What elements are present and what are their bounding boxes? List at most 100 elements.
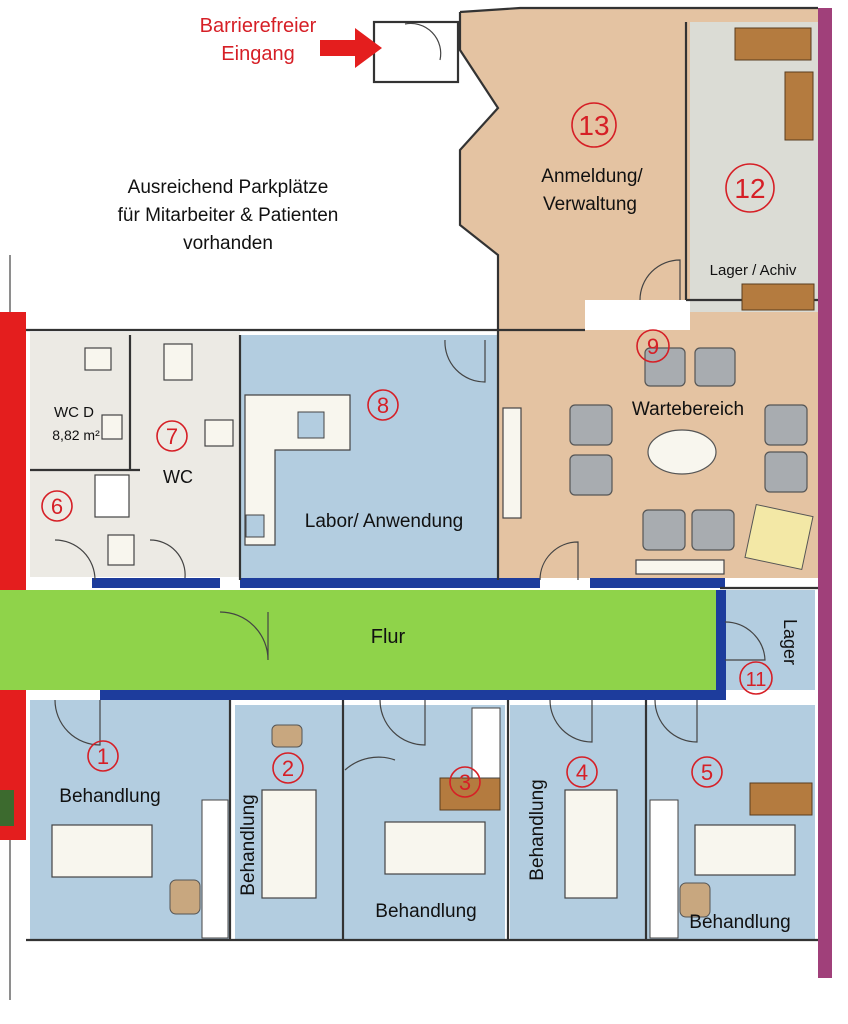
room-11-area	[725, 590, 815, 690]
cabinet-5	[649, 799, 679, 939]
wc-sink-2	[204, 419, 234, 447]
room-5-number-ring	[691, 756, 723, 788]
room-13-line2: Verwaltung	[543, 194, 637, 215]
room-11-label: Lager	[780, 619, 800, 665]
treatment-table-2	[261, 789, 317, 899]
waiting-chair	[569, 404, 613, 446]
entrance-arrow-icon	[320, 28, 382, 68]
room-3-number-ring	[449, 766, 481, 798]
labor-sink-small	[245, 514, 265, 538]
room-4-label: Behandlung	[527, 779, 548, 880]
outer-walls	[0, 8, 832, 978]
room-2-label: Behandlung	[238, 794, 259, 895]
room-13-number: 13	[578, 110, 609, 141]
waiting-table	[647, 429, 717, 475]
waiting-chair	[764, 451, 808, 493]
room-12-number-ring	[725, 163, 775, 213]
flur-area	[0, 590, 722, 690]
flur-label: Flur	[371, 626, 406, 648]
room-8-area	[240, 335, 498, 580]
room-8-number-ring	[367, 389, 399, 421]
furniture	[51, 27, 815, 939]
room-4-number-ring	[566, 756, 598, 788]
room-7-label: WC	[163, 467, 193, 487]
room-6-line2: 8,82 m²	[52, 427, 100, 443]
room-13-line1: Anmeldung/	[541, 166, 643, 187]
room-8-label: Labor/ Anwendung	[305, 511, 463, 532]
room-12-number: 12	[734, 173, 765, 204]
cabinet-1	[201, 799, 229, 939]
room-12-label: Lager / Achiv	[710, 262, 797, 279]
room-11-number: 11	[746, 669, 767, 691]
treatment-table-4	[564, 789, 618, 899]
west-wall-red-upper	[0, 312, 26, 590]
wc-sink-1	[101, 414, 123, 440]
room-13-number-ring	[571, 102, 617, 148]
cabinet-3	[471, 707, 501, 779]
treatment-table-3	[384, 821, 486, 875]
room-3-label: Behandlung	[375, 901, 476, 922]
room-1-number: 1	[97, 744, 109, 769]
treatment-table-1	[51, 824, 153, 878]
room-6-line1: WC D	[54, 404, 94, 421]
waiting-chair	[642, 509, 686, 551]
room-1-number-ring	[87, 740, 119, 772]
reception-counter	[502, 407, 522, 519]
treatment-table-5	[694, 824, 796, 876]
room-6-number: 6	[51, 494, 63, 519]
room-2-number-ring	[272, 752, 304, 784]
desk-5	[749, 782, 813, 816]
entrance-label-line1: Barrierefreier	[200, 15, 317, 37]
room-9-label: Wartebereich	[632, 399, 744, 420]
wc-toilet-1	[84, 347, 112, 371]
parking-line3: vorhanden	[183, 233, 273, 254]
treatment-chair-1	[169, 879, 201, 915]
room-9-number-ring	[636, 329, 670, 363]
shelf-bottom	[741, 283, 815, 311]
parking-line2: für Mitarbeiter & Patienten	[118, 205, 339, 226]
room-2-number: 2	[282, 756, 294, 781]
corridor-wall-bottom	[100, 690, 720, 700]
corridor-wall-top-2	[240, 578, 540, 588]
entrance-label-line2: Eingang	[221, 43, 294, 65]
labor-sink	[297, 411, 325, 439]
wc-toilet-2	[163, 343, 193, 381]
shelf-top	[734, 27, 812, 61]
room-7-number-ring	[156, 420, 188, 452]
room-4-number: 4	[576, 760, 588, 785]
room-5-number: 5	[701, 760, 713, 785]
room-3-number: 3	[459, 770, 471, 795]
east-wall	[818, 8, 832, 978]
treatment-chair-5	[679, 882, 711, 918]
parking-line1: Ausreichend Parkplätze	[128, 177, 329, 198]
tv-stand	[635, 559, 725, 575]
waiting-chair	[764, 404, 808, 446]
room-8-number: 8	[377, 393, 389, 418]
corridor-wall-east	[716, 590, 726, 700]
play-mat	[744, 503, 814, 571]
wc-shower	[94, 474, 130, 518]
room-9-number: 9	[647, 334, 659, 359]
corridor-wall-top-1	[92, 578, 220, 588]
interior-walls	[9, 6, 818, 1000]
waiting-chair	[691, 509, 735, 551]
corridor-wall-top-3	[590, 578, 725, 588]
room-5-label: Behandlung	[689, 912, 790, 933]
room-6-number-ring	[41, 490, 73, 522]
treatment-chair-2	[271, 724, 303, 748]
labels: Barrierefreier Eingang Ausreichend Parkp…	[41, 15, 800, 933]
doors	[54, 259, 766, 771]
room-12-area	[690, 22, 818, 312]
room-1-label: Behandlung	[59, 786, 160, 807]
room-6-area	[30, 332, 240, 577]
room-11-number-ring	[739, 661, 773, 695]
room-fills	[0, 8, 820, 940]
waiting-chair	[644, 347, 686, 387]
waiting-chair	[694, 347, 736, 387]
room-7-number: 7	[166, 424, 178, 449]
shelf-right	[784, 71, 814, 141]
west-wall-green-mark	[0, 790, 14, 826]
wc-tray	[107, 534, 135, 566]
waiting-chair	[569, 454, 613, 496]
